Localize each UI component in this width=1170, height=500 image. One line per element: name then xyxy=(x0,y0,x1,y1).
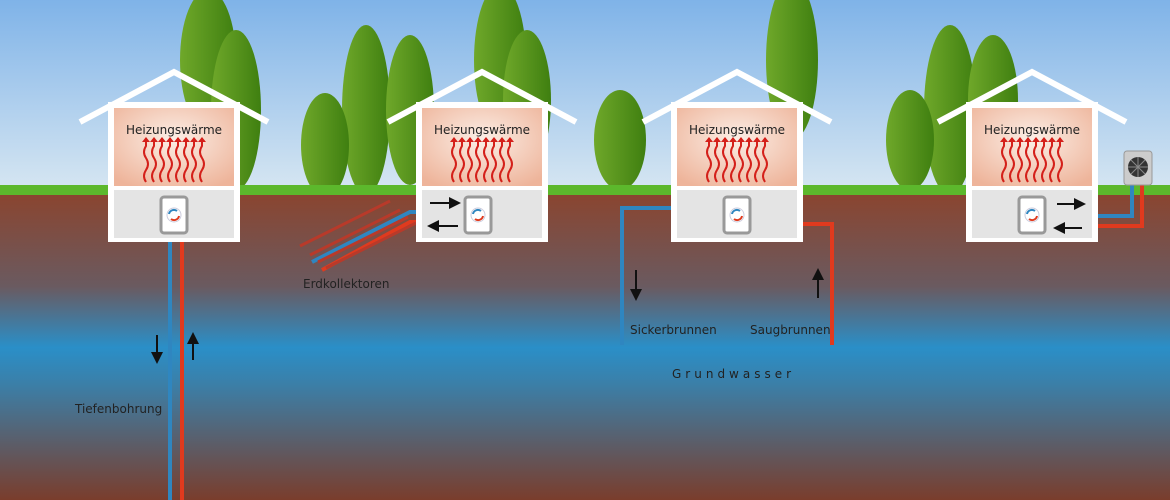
house-label: Heizungswärme xyxy=(984,123,1080,137)
house-groundwater: Heizungswärme xyxy=(643,72,831,242)
house-label: Heizungswärme xyxy=(434,123,530,137)
heat-pump-icon xyxy=(159,195,189,235)
label-suction-well: Saugbrunnen xyxy=(750,323,831,337)
house-label: Heizungswärme xyxy=(126,123,222,137)
house-deep-drilling: Heizungswärme xyxy=(80,72,268,242)
house-air: Heizungswärme xyxy=(938,72,1126,242)
house-label: Heizungswärme xyxy=(689,123,785,137)
flow-arrows xyxy=(151,197,1086,364)
ground xyxy=(0,195,1170,500)
label-seepage-well: Sickerbrunnen xyxy=(630,323,717,337)
label-ground-collectors: Erdkollektoren xyxy=(303,277,390,291)
label-groundwater: Grundwasser xyxy=(672,367,795,381)
outdoor-fan-unit-icon xyxy=(1123,150,1153,186)
heat-pump-icon xyxy=(722,195,752,235)
label-deep-drilling: Tiefenbohrung xyxy=(74,402,162,416)
grass xyxy=(0,185,1170,195)
heat-pump-icon xyxy=(463,195,493,235)
heat-pump-icon xyxy=(1017,195,1047,235)
house-ground-collectors: Heizungswärme xyxy=(388,72,576,242)
